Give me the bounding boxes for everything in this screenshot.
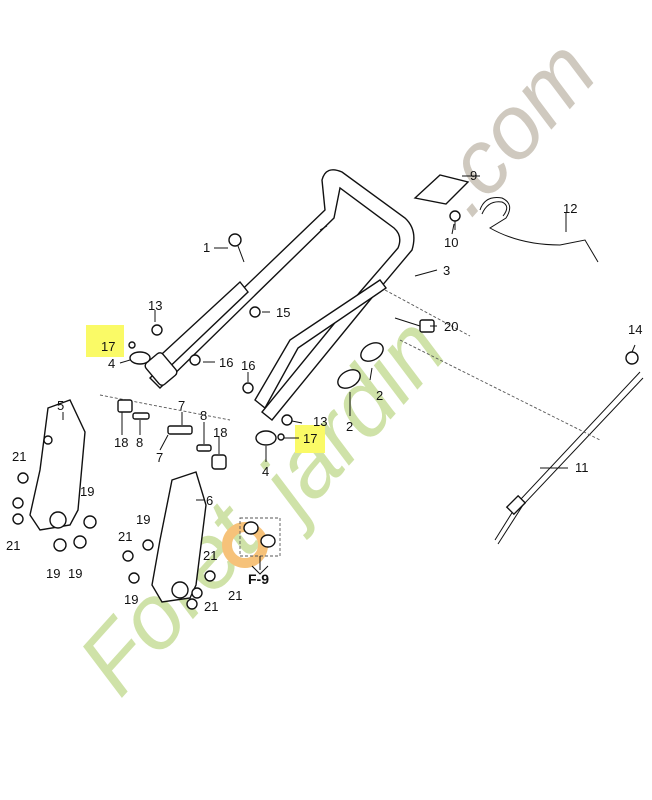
- highlight-17-left: [86, 325, 124, 357]
- callout-19c: 19: [68, 566, 82, 581]
- callout-8b: 8: [136, 435, 143, 450]
- watermark: Forêt jardin .com: [59, 22, 615, 714]
- callout-21b: 21: [6, 538, 20, 553]
- knob-parts: [337, 342, 384, 389]
- handle-lower: [144, 279, 387, 410]
- callout-19a: 19: [80, 484, 94, 499]
- bracket-left: [29, 399, 86, 531]
- callout-5: 5: [57, 398, 64, 413]
- callout-4b: 4: [262, 464, 269, 479]
- leader-lines: [62, 175, 636, 501]
- callout-19b: 19: [46, 566, 60, 581]
- callout-7b: 7: [156, 450, 163, 465]
- callout-10: 10: [444, 235, 458, 250]
- callout-19d: 19: [136, 512, 150, 527]
- callout-21f: 21: [204, 599, 218, 614]
- callout-17-right: 17: [303, 431, 317, 446]
- callout-6: 6: [206, 493, 213, 508]
- callout-labels: 1 9 10 12 3 13 15 20 14 17 4 16 16 2 2 1…: [6, 168, 642, 614]
- callout-21a: 21: [12, 449, 26, 464]
- callout-21d: 21: [203, 548, 217, 563]
- reference-f9: F-9: [248, 571, 269, 587]
- callout-1: 1: [203, 240, 210, 255]
- callout-13a: 13: [148, 298, 162, 313]
- callout-21e: 21: [228, 588, 242, 603]
- callout-14: 14: [628, 322, 642, 337]
- callout-16b: 16: [241, 358, 255, 373]
- callout-16a: 16: [219, 355, 233, 370]
- callout-18a: 18: [114, 435, 128, 450]
- callout-4a: 4: [108, 356, 115, 371]
- callout-12: 12: [563, 201, 577, 216]
- callout-13b: 13: [313, 414, 327, 429]
- callout-2b: 2: [346, 419, 353, 434]
- hardware: [12, 233, 435, 610]
- callout-20: 20: [444, 319, 458, 334]
- callout-9: 9: [470, 168, 477, 183]
- callout-19e: 19: [124, 592, 138, 607]
- callout-17-left: 17: [101, 339, 115, 354]
- cable-lower: [494, 351, 644, 545]
- reference-inset: [239, 517, 281, 575]
- callout-7a: 7: [178, 398, 185, 413]
- callout-3: 3: [443, 263, 450, 278]
- callout-21c: 21: [118, 529, 132, 544]
- callout-18b: 18: [213, 425, 227, 440]
- bracket-right: [151, 471, 207, 603]
- highlight-17-right: [295, 425, 325, 453]
- cable-upper: [413, 174, 599, 263]
- callout-8a: 8: [200, 408, 207, 423]
- callout-15: 15: [276, 305, 290, 320]
- callout-11: 11: [575, 460, 589, 475]
- callout-2a: 2: [376, 388, 383, 403]
